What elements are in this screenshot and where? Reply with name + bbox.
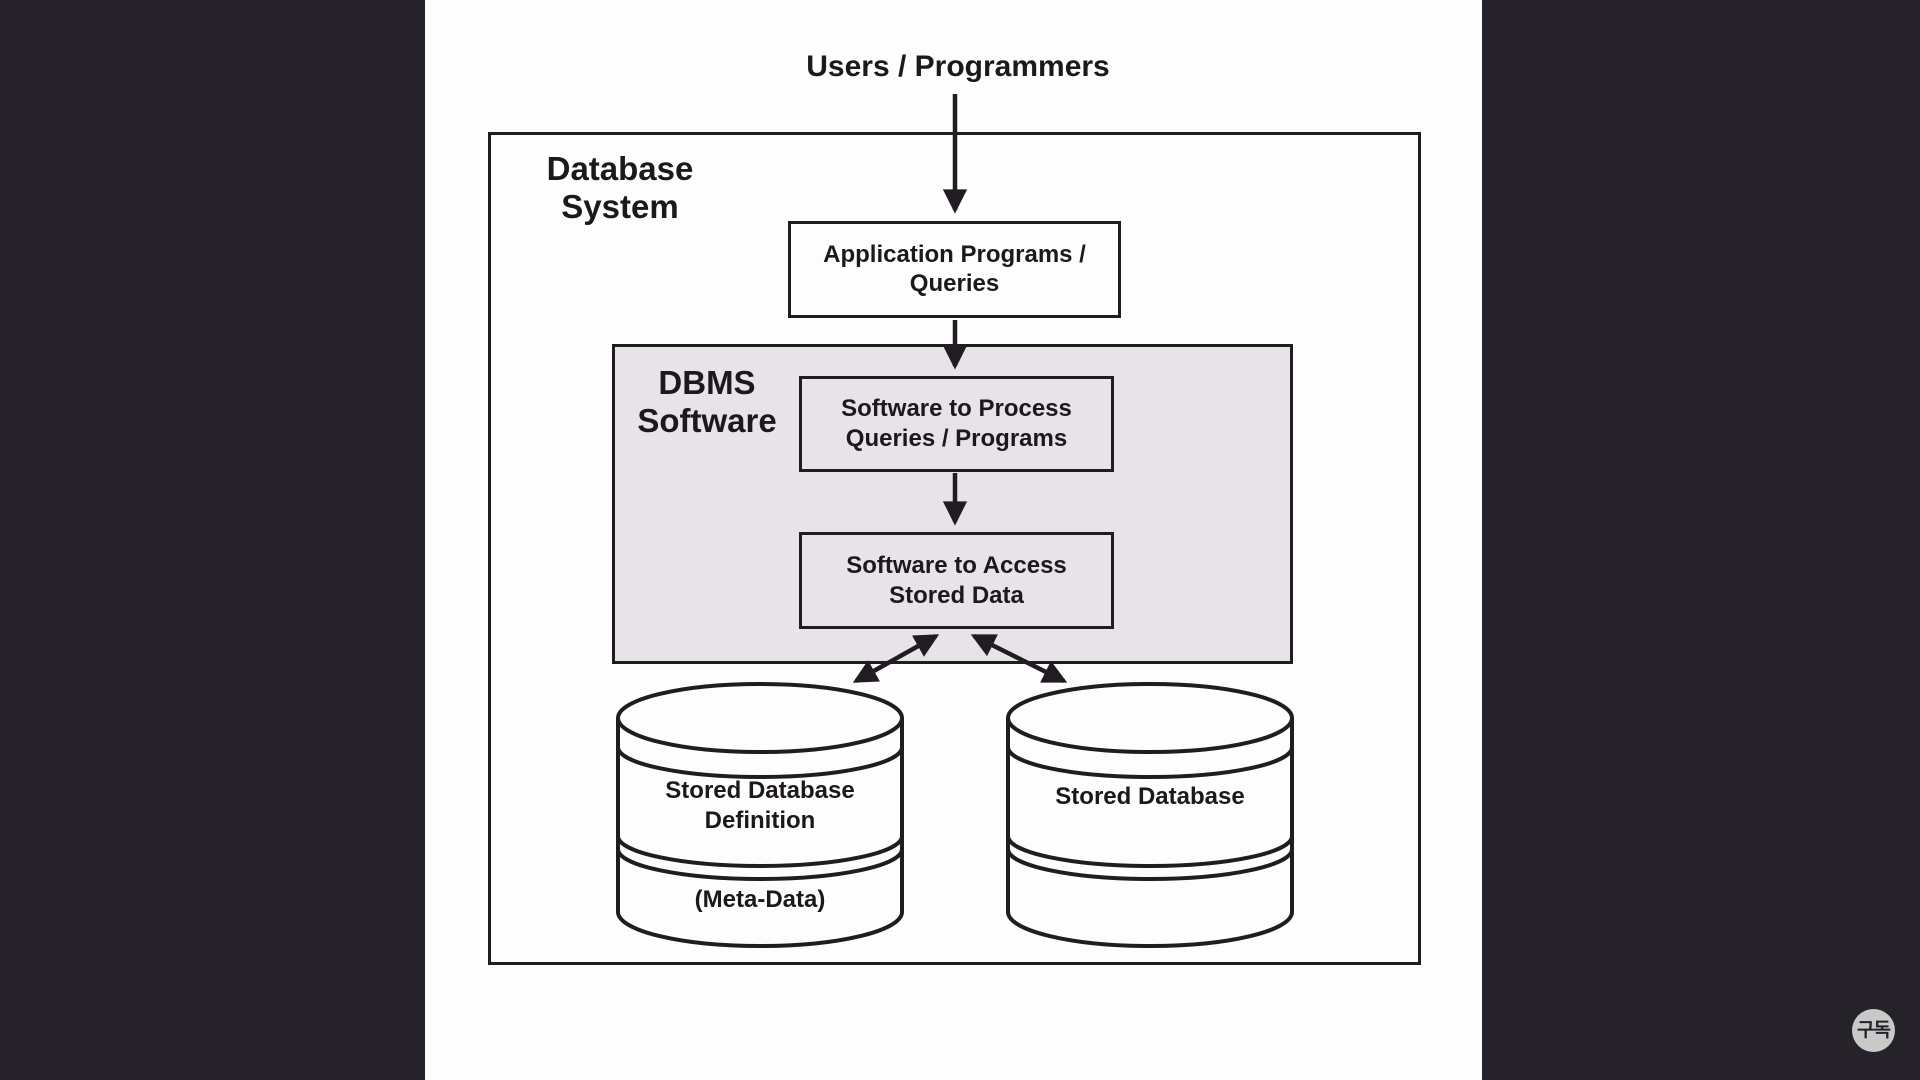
database-cylinder-label: Stored Database — [1055, 783, 1245, 810]
subscribe-badge-label: 구독 — [1857, 1020, 1891, 1041]
dbms-software-label: DBMS Software — [637, 364, 777, 439]
metadata-cylinder-sublabel: (Meta-Data) — [694, 886, 826, 913]
software-process-queries-label: Software to Process Queries / Programs — [841, 395, 1072, 452]
software-access-data-box: Software to Access Stored Data — [799, 532, 1114, 629]
letterbox-left-bar — [0, 0, 425, 1080]
application-programs-box: Application Programs / Queries — [788, 221, 1121, 318]
subscribe-badge[interactable]: 구독 — [1852, 1009, 1895, 1052]
metadata-cylinder-label: Stored Database Definition — [665, 777, 855, 834]
diagram-title: Users / Programmers — [806, 50, 1110, 83]
database-system-label: Database System — [546, 150, 694, 225]
software-process-queries-box: Software to Process Queries / Programs — [799, 376, 1114, 472]
application-programs-label: Application Programs / Queries — [823, 240, 1086, 297]
letterbox-right-bar — [1482, 0, 1920, 1080]
software-access-data-label: Software to Access Stored Data — [846, 551, 1067, 609]
